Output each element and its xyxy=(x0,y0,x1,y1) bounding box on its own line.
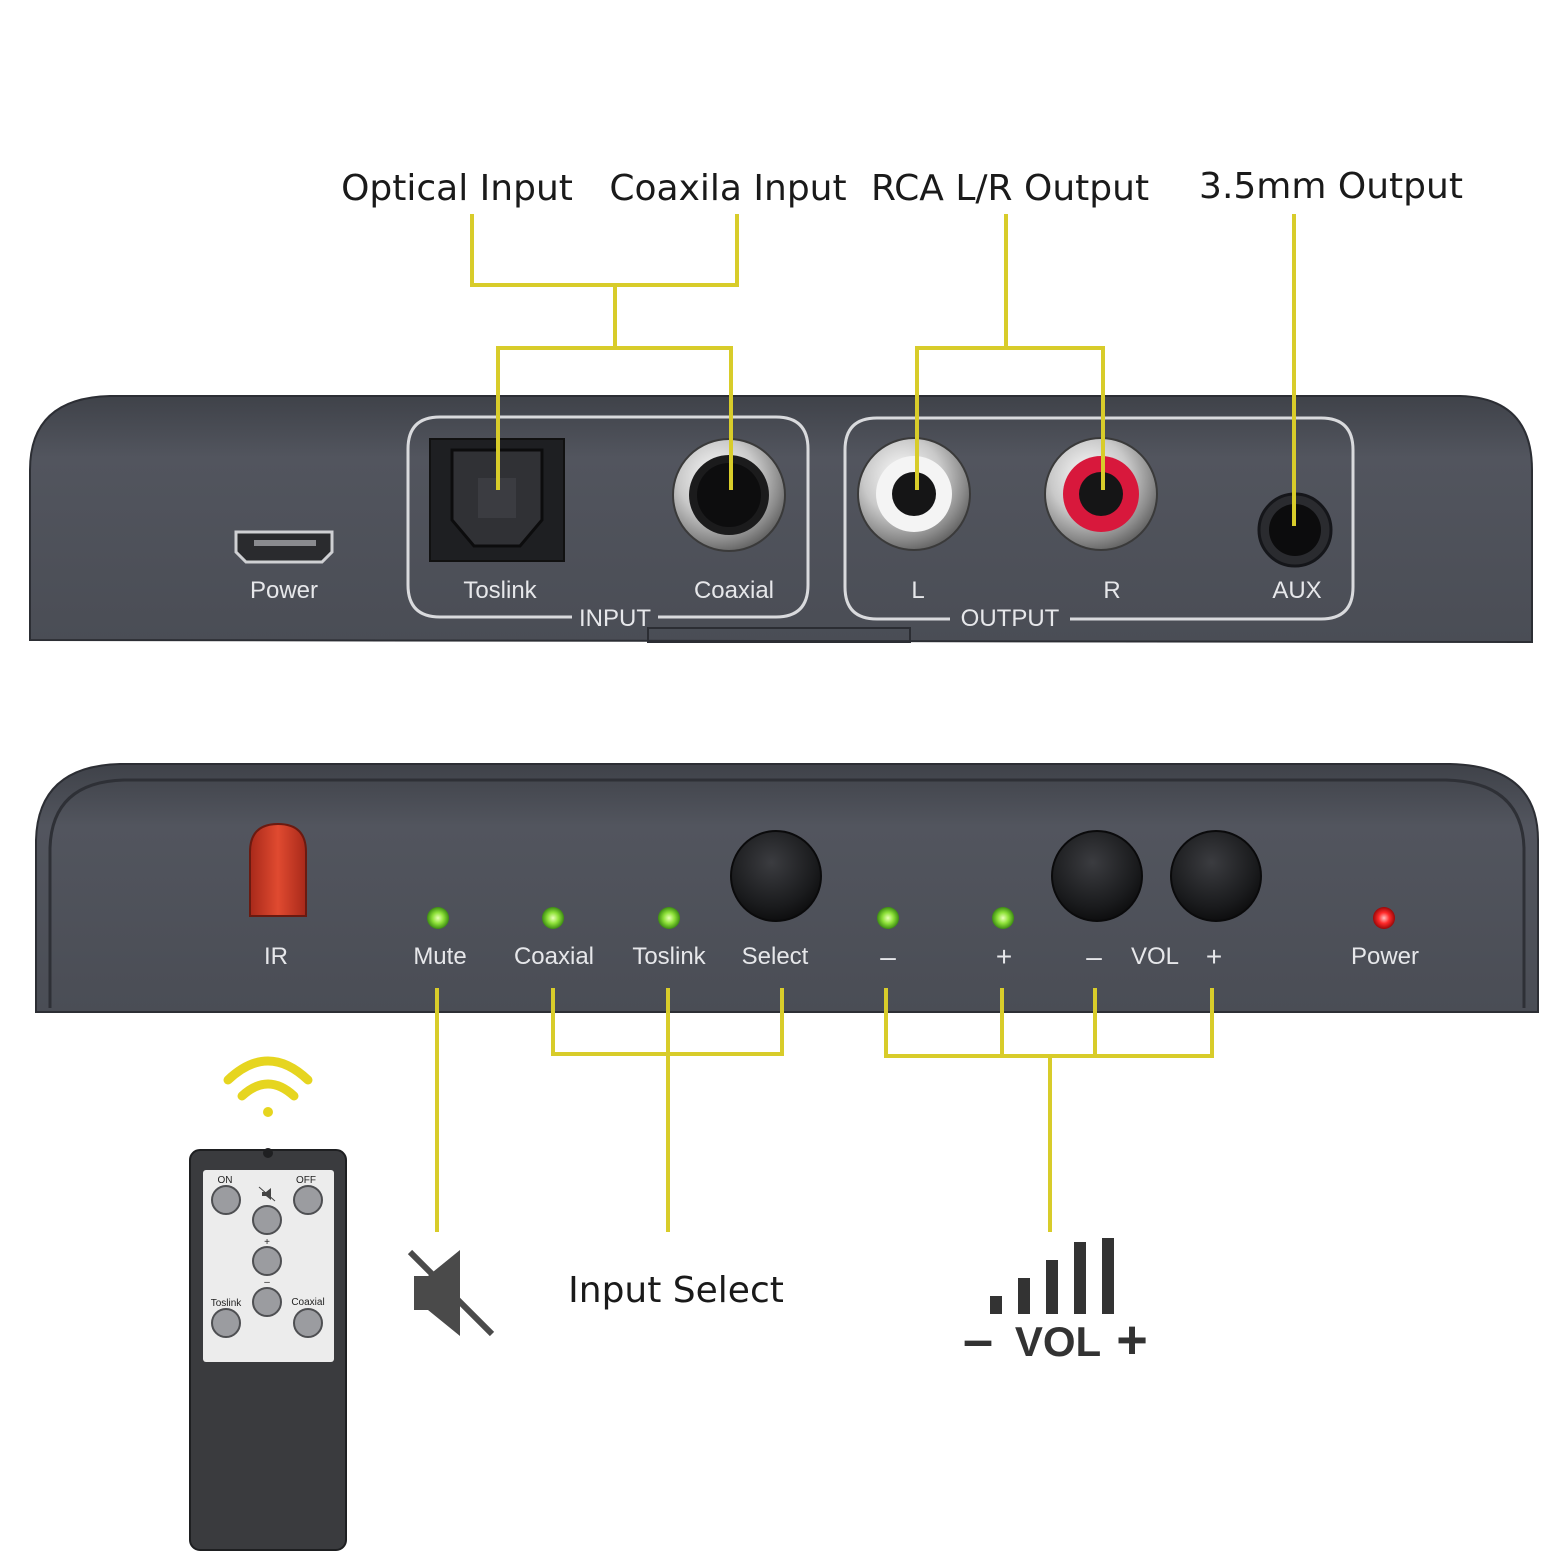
remote-volume-up-button[interactable] xyxy=(252,1246,282,1276)
toslink-port-label: Toslink xyxy=(463,577,537,604)
remote-mute-icon xyxy=(258,1186,276,1202)
power-led xyxy=(1373,907,1395,929)
power-led-label: Power xyxy=(1351,943,1419,970)
remote-coaxial-button[interactable] xyxy=(293,1308,323,1338)
volume-bars-icon: – VOL + xyxy=(963,1238,1148,1370)
remote-coaxial-label: Coaxial xyxy=(291,1297,324,1308)
aux-output-callout: 3.5mm Output xyxy=(1199,166,1463,207)
aux-port-label: AUX xyxy=(1272,577,1321,604)
vol-label: VOL xyxy=(1131,943,1179,970)
remote-mute-button[interactable] xyxy=(252,1205,282,1235)
remote-off-button[interactable] xyxy=(293,1185,323,1215)
led-plus-label: + xyxy=(996,941,1012,972)
ir-receiver-window xyxy=(249,822,307,917)
coaxial-port-label: Coaxial xyxy=(694,577,774,604)
volume-up-button[interactable] xyxy=(1170,830,1262,922)
rca-right-label: R xyxy=(1103,577,1120,604)
rca-left-label: L xyxy=(911,577,924,604)
rca-left-port xyxy=(857,437,971,551)
coaxial-led xyxy=(542,907,564,929)
select-button[interactable] xyxy=(730,830,822,922)
rca-right-port xyxy=(1044,437,1158,551)
optical-input-callout: Optical Input xyxy=(341,168,573,209)
mute-led xyxy=(427,907,449,929)
volume-icon-label: VOL xyxy=(1015,1318,1101,1365)
rear-panel: Power INPUT Toslink Coaxial OUTPUT L xyxy=(29,395,1533,644)
volume-icon-plus: + xyxy=(1116,1310,1148,1370)
toslink-led-label: Toslink xyxy=(632,943,706,970)
input-group-frame xyxy=(406,415,810,619)
vol-minus-label: – xyxy=(1086,941,1102,972)
rear-callout-lines xyxy=(470,214,1296,526)
remote-volume-down-button[interactable] xyxy=(252,1287,282,1317)
led-minus-label: – xyxy=(880,941,896,972)
remote-toslink-label: Toslink xyxy=(211,1298,243,1309)
remote-minus-label: – xyxy=(264,1277,270,1288)
remote-control: ON OFF + – Toslink Coaxial xyxy=(189,1148,347,1551)
mute-label: Mute xyxy=(413,943,466,970)
front-panel: IR Mute Coaxial Toslink Select – + – VOL… xyxy=(35,763,1539,1013)
coaxial-input-callout: Coaxila Input xyxy=(609,168,846,209)
vol-plus-label: + xyxy=(1206,941,1222,972)
select-label: Select xyxy=(742,943,809,970)
coaxial-port xyxy=(672,438,786,552)
remote-on-button[interactable] xyxy=(211,1185,241,1215)
rca-output-callout: RCA L/R Output xyxy=(871,168,1149,209)
volume-down-led xyxy=(877,907,899,929)
remote-on-label: ON xyxy=(218,1175,233,1186)
input-group-label: INPUT xyxy=(579,605,651,632)
remote-off-label: OFF xyxy=(296,1175,316,1186)
mute-speaker-icon xyxy=(407,1249,495,1337)
aux-35mm-port xyxy=(1257,492,1333,568)
toslink-led xyxy=(658,907,680,929)
input-select-callout: Input Select xyxy=(568,1270,784,1311)
toslink-optical-port xyxy=(429,438,565,562)
volume-down-button[interactable] xyxy=(1051,830,1143,922)
output-group-frame xyxy=(843,416,1355,621)
volume-icon-minus: – xyxy=(963,1310,993,1370)
coaxial-led-label: Coaxial xyxy=(514,943,594,970)
remote-plus-label: + xyxy=(264,1237,270,1248)
power-port-label: Power xyxy=(250,577,318,604)
ir-label: IR xyxy=(264,943,288,970)
remote-toslink-button[interactable] xyxy=(211,1308,241,1338)
front-callout-lines xyxy=(435,988,1214,1232)
micro-usb-power-port xyxy=(234,530,334,564)
volume-up-led xyxy=(992,907,1014,929)
wifi-signal-icon xyxy=(223,1056,313,1117)
output-group-label: OUTPUT xyxy=(961,605,1060,632)
